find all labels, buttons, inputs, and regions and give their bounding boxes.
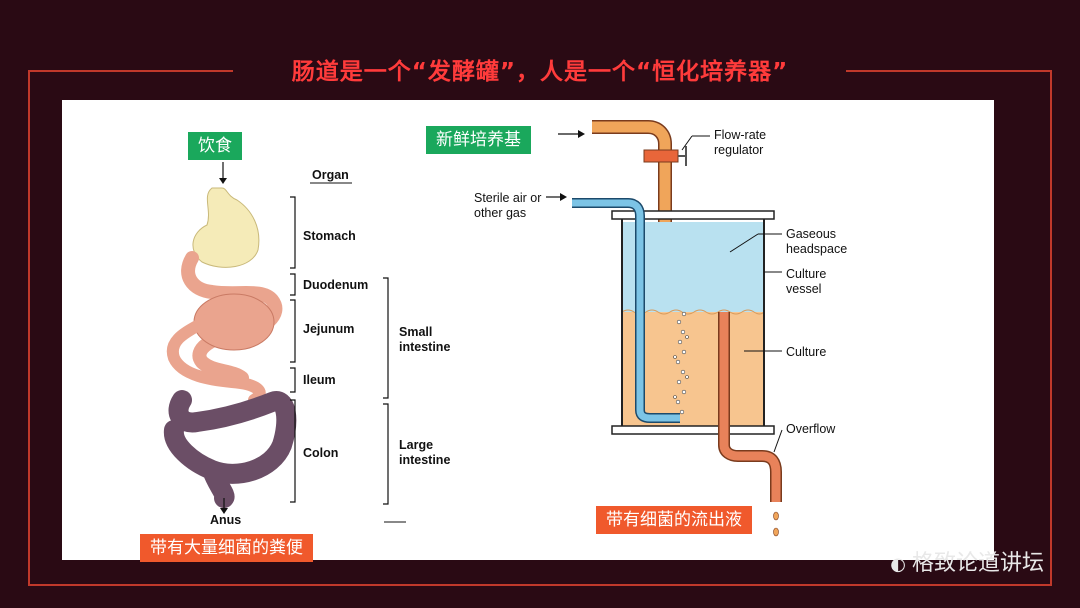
bracket-small-intestine <box>383 277 389 399</box>
medium-arrowhead <box>578 130 585 138</box>
air-arrowhead <box>560 193 567 201</box>
culture-text: Culture <box>786 345 827 359</box>
air-bubbles <box>673 311 689 415</box>
bracket-large-intestine <box>383 403 389 505</box>
ileum-shape <box>166 314 266 406</box>
stomach-shape <box>192 187 260 268</box>
sterile-air-text: Sterile air or other gas <box>474 191 542 220</box>
bracket-stomach <box>290 196 296 269</box>
organ-jejunum: Jejunum <box>303 322 355 336</box>
organ-stomach: Stomach <box>303 229 356 243</box>
diagram-svg <box>164 120 783 537</box>
outflow-drop-2 <box>773 527 779 537</box>
inflow-pipe <box>592 121 671 252</box>
bracket-jejunum <box>290 299 296 363</box>
organ-duodenum: Duodenum <box>303 278 369 292</box>
group-small-intestine: Small intestine <box>399 325 451 354</box>
watermark-text: 格致论道讲坛 <box>911 551 1044 576</box>
group-large-intestine: Large intestine <box>399 438 451 467</box>
overflow-pipe <box>719 312 781 502</box>
bracket-colon <box>290 399 296 503</box>
frame-top-right <box>846 70 1052 72</box>
organ-colon: Colon <box>303 446 339 460</box>
overflow-leader <box>773 429 783 453</box>
flow-regulator-body <box>643 149 679 163</box>
bracket-ileum <box>290 367 296 393</box>
wechat-icon: ◐ <box>890 554 906 575</box>
air-pipe <box>572 199 680 422</box>
colon-shape <box>164 390 297 508</box>
overflow-text: Overflow <box>786 422 836 436</box>
anus-arrowhead <box>220 508 228 514</box>
intake-arrowhead <box>219 178 227 184</box>
flowrate-text: Flow-rate regulator <box>714 128 767 157</box>
watermark: ◐格致论道讲坛 <box>890 545 1044 577</box>
effluent-label: 带有细菌的流出液 <box>596 506 752 534</box>
flowrate-leader-2 <box>681 135 693 151</box>
vessel-lid <box>611 210 775 220</box>
anus-label: Anus <box>210 513 242 527</box>
fresh-medium-label: 新鲜培养基 <box>426 126 531 154</box>
culture-fill <box>622 312 764 426</box>
outflow-drop-1 <box>773 511 779 521</box>
gaseous-text: Gaseous headspace <box>786 227 848 256</box>
feces-label: 带有大量细菌的粪便 <box>140 534 313 562</box>
culture-surface <box>621 309 765 315</box>
organ-header: Organ <box>312 168 349 182</box>
vessel-text: Culture vessel <box>786 267 827 296</box>
frame-left <box>28 70 30 585</box>
vessel-base <box>611 425 775 435</box>
organ-ileum: Ileum <box>303 373 336 387</box>
frame-right <box>1050 70 1052 585</box>
slide-title: 肠道是一个“发酵罐”，人是一个“恒化培养器” <box>291 59 789 85</box>
diagram-panel: 饮食 Organ Stomach Duodenum Jejunum Ileum … <box>62 100 994 562</box>
gaseous-leader <box>729 233 759 253</box>
frame-top-left <box>28 70 233 72</box>
diet-label: 饮食 <box>188 132 242 160</box>
frame-bottom <box>28 584 1052 586</box>
bracket-duodenum <box>290 273 296 296</box>
headspace-fill <box>622 222 764 312</box>
